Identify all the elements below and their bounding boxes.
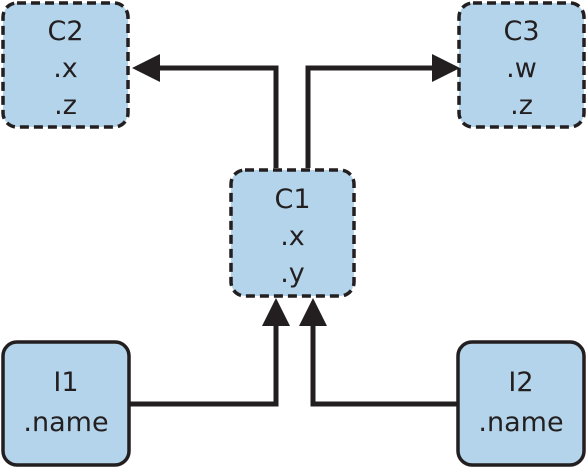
connector-i1-to-c1 [130,326,279,407]
node-c2-field-1: .x [53,53,78,84]
node-c2-title: C2 [47,16,83,47]
node-i1: I1 .name [1,340,131,467]
node-c1-title: C1 [274,184,310,215]
arrowhead-c3 [432,54,460,82]
node-c2-box [1,1,130,129]
node-i2: I2 .name [456,340,586,467]
node-c3-title: C3 [503,16,539,47]
node-c1: C1 .x .y [229,168,356,298]
node-c3: C3 .w .z [457,1,586,129]
node-c3-box [457,1,586,129]
node-i2-title: I2 [508,367,533,398]
node-i1-field-1: .name [23,407,108,438]
arrowhead-c1-left [262,298,290,326]
connector-c1-to-c2 [160,65,279,168]
connector-i2-to-c1 [310,326,458,407]
node-c2: C2 .x .z [1,1,130,129]
node-c2-field-2: .z [54,90,77,121]
arrowhead-c2 [132,54,160,82]
node-i1-box [1,340,131,467]
node-i2-box [456,340,586,467]
node-c1-field-2: .y [280,258,305,289]
node-c3-field-1: .w [506,53,537,84]
connectors [130,54,460,407]
node-i2-field-1: .name [478,407,563,438]
connector-c1-to-c3 [305,65,432,168]
arrowhead-c1-right [299,298,327,326]
node-i1-title: I1 [53,367,78,398]
node-c3-field-2: .z [510,90,533,121]
node-c1-field-1: .x [280,221,305,252]
node-c1-box [229,168,356,298]
